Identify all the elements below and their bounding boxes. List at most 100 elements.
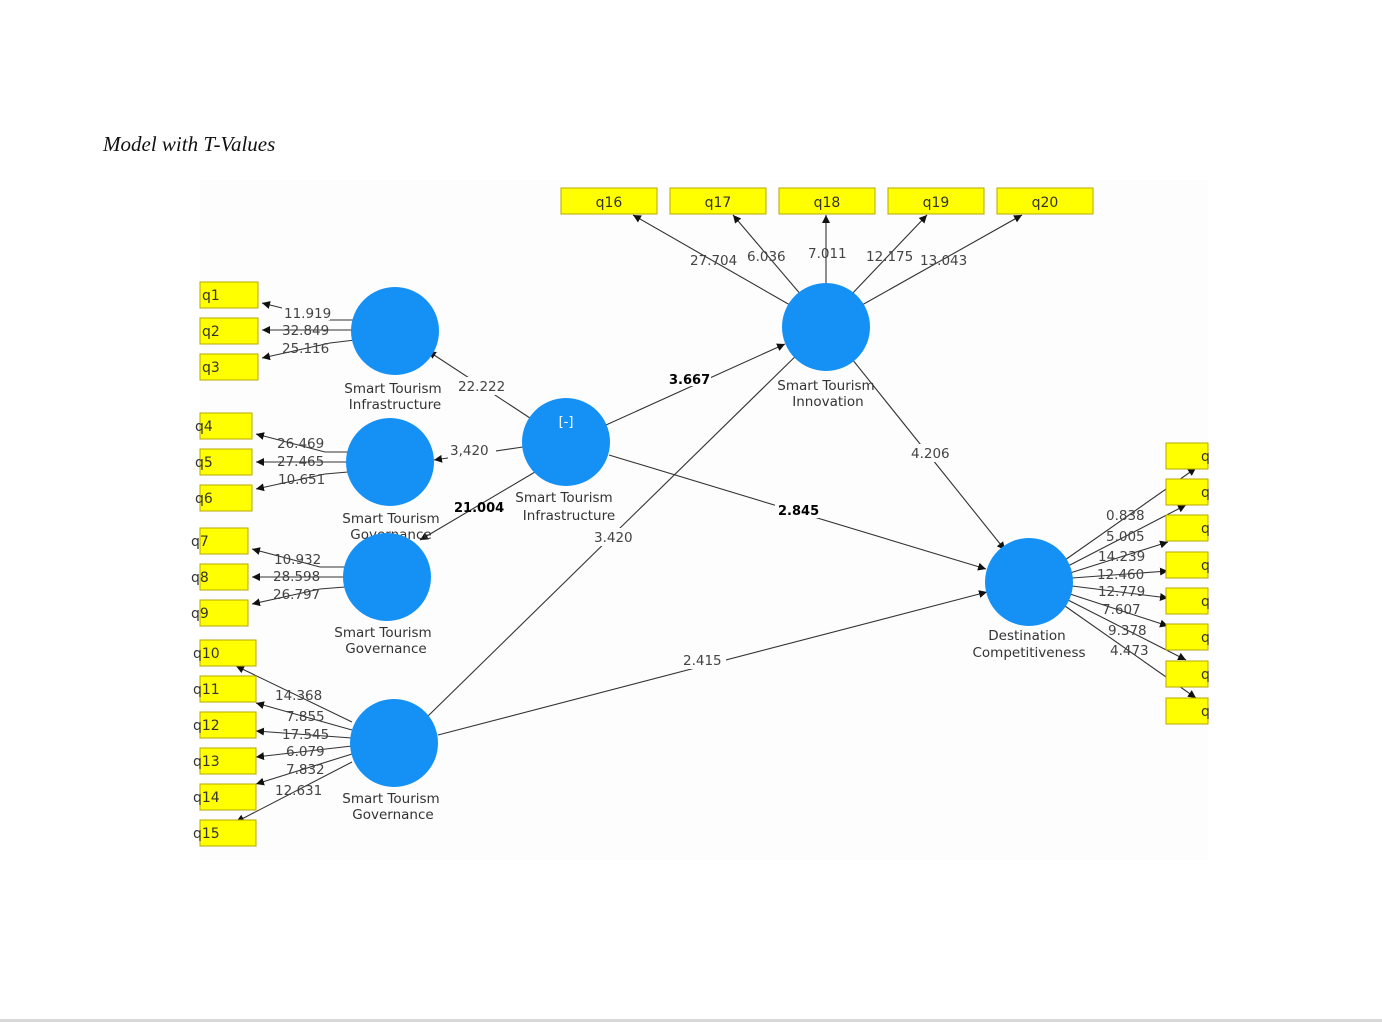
svg-text:q: q bbox=[1201, 667, 1210, 683]
indicator-dc7: q bbox=[1165, 660, 1210, 688]
construct-infrastructure-main: [-] Smart Tourism Infrastructure bbox=[515, 398, 615, 524]
svg-text:q6: q6 bbox=[195, 491, 213, 507]
indicator-dc8: q bbox=[1165, 697, 1210, 725]
path-label-d-to-innov: 3.420 bbox=[594, 530, 633, 546]
indicator-q8: q8 bbox=[191, 563, 249, 591]
loading-dc5: 12.779 bbox=[1098, 584, 1145, 600]
svg-text:q18: q18 bbox=[814, 195, 841, 211]
loading-q1: 11.919 bbox=[284, 306, 331, 322]
indicator-q19: q19 bbox=[887, 187, 985, 215]
loading-q11: 7.855 bbox=[286, 709, 325, 725]
svg-text:q17: q17 bbox=[705, 195, 732, 211]
indicator-q10: q10 bbox=[193, 639, 257, 667]
path-label-main-to-a: 22.222 bbox=[458, 379, 505, 395]
loading-q9: 26.797 bbox=[273, 587, 320, 603]
indicator-q15: q15 bbox=[193, 819, 257, 847]
svg-text:q10: q10 bbox=[193, 646, 220, 662]
loading-dc6: 7.607 bbox=[1102, 602, 1141, 618]
loading-dc1: 0.838 bbox=[1106, 508, 1145, 524]
outer-edges bbox=[235, 214, 1197, 823]
indicator-q14: q14 bbox=[193, 783, 257, 811]
loading-dc4: 12.460 bbox=[1097, 567, 1144, 583]
svg-text:Smart Tourism: Smart Tourism bbox=[334, 625, 431, 641]
svg-text:q: q bbox=[1201, 630, 1210, 646]
loading-q20: 13.043 bbox=[920, 253, 967, 269]
svg-text:q9: q9 bbox=[191, 606, 209, 622]
edge-innov-q20 bbox=[861, 214, 1023, 306]
svg-text:q: q bbox=[1201, 558, 1210, 574]
loading-dc3: 14.239 bbox=[1098, 549, 1145, 565]
indicators-top: q16 q17 q18 q19 q20 bbox=[560, 187, 1094, 215]
construct-infrastructure-a: Smart Tourism Infrastructure bbox=[344, 287, 442, 413]
svg-text:q13: q13 bbox=[193, 754, 220, 770]
figure-caption: Model with T-Values bbox=[103, 132, 276, 156]
loading-dc8: 4.473 bbox=[1110, 643, 1149, 659]
indicator-q16: q16 bbox=[560, 187, 658, 215]
svg-text:q: q bbox=[1201, 485, 1210, 501]
indicator-q20: q20 bbox=[996, 187, 1094, 215]
indicator-dc3: q bbox=[1165, 514, 1210, 542]
svg-text:q14: q14 bbox=[193, 790, 220, 806]
edge-b-q4 bbox=[255, 432, 348, 453]
loading-dc7: 9.378 bbox=[1108, 623, 1147, 639]
edge-dest-4 bbox=[1071, 567, 1169, 579]
svg-text:Infrastructure: Infrastructure bbox=[523, 508, 615, 524]
indicator-q11: q11 bbox=[193, 675, 257, 703]
loading-q2: 32.849 bbox=[282, 323, 329, 339]
loading-dc2: 5.005 bbox=[1106, 529, 1145, 545]
edge-d-q12 bbox=[255, 727, 353, 739]
svg-text:Smart Tourism: Smart Tourism bbox=[342, 511, 439, 527]
inner-edges bbox=[419, 343, 1006, 736]
indicator-q3: q3 bbox=[199, 353, 259, 381]
svg-text:q15: q15 bbox=[193, 826, 220, 842]
path-labels: 22.222 3,420 21.004 3.667 2.845 3.420 2.… bbox=[448, 369, 954, 669]
edge-d-q11 bbox=[255, 701, 353, 731]
collapse-toggle[interactable]: [-] bbox=[559, 415, 574, 430]
svg-text:Governance: Governance bbox=[352, 807, 433, 823]
loading-q10: 14.368 bbox=[275, 688, 322, 704]
indicator-dc2: q bbox=[1165, 478, 1210, 506]
construct-destination-competitiveness: Destination Competitiveness bbox=[972, 538, 1086, 661]
path-label-main-to-c: 21.004 bbox=[454, 501, 504, 516]
construct-governance-b: Smart Tourism Governance bbox=[342, 418, 440, 543]
indicator-q5: q5 bbox=[195, 448, 253, 476]
indicator-q1: q1 bbox=[199, 281, 259, 309]
edge-dest-6 bbox=[1069, 593, 1169, 628]
edge-d-q10 bbox=[235, 665, 353, 723]
indicator-q7: q7 bbox=[191, 527, 249, 555]
svg-text:Innovation: Innovation bbox=[792, 394, 863, 410]
indicator-dc1: q bbox=[1165, 442, 1210, 470]
indicator-q13: q13 bbox=[193, 747, 257, 775]
svg-text:Destination: Destination bbox=[988, 628, 1065, 644]
edge-d-q13 bbox=[255, 745, 353, 761]
svg-text:q: q bbox=[1201, 449, 1210, 465]
loading-q3: 25.116 bbox=[282, 341, 329, 357]
svg-text:q: q bbox=[1201, 704, 1210, 720]
indicators-left: q1 q2 q3 q4 q5 q6 q7 q8 q9 q10 q11 q12 q… bbox=[191, 281, 259, 847]
path-label-main-to-b: 3,420 bbox=[450, 443, 489, 459]
indicators-right: q q q q q q q q bbox=[1165, 442, 1210, 725]
svg-text:q19: q19 bbox=[923, 195, 950, 211]
indicator-q4: q4 bbox=[195, 412, 253, 440]
construct-governance-d: Smart Tourism Governance bbox=[342, 699, 440, 823]
loading-q5: 27.465 bbox=[277, 454, 324, 470]
svg-text:q7: q7 bbox=[191, 534, 209, 550]
indicator-q18: q18 bbox=[778, 187, 876, 215]
indicator-q9: q9 bbox=[191, 599, 249, 627]
path-label-main-to-innov: 3.667 bbox=[669, 373, 710, 388]
loading-q4: 26.469 bbox=[277, 436, 324, 452]
path-label-main-to-dest: 2.845 bbox=[778, 504, 819, 519]
edge-c-q7 bbox=[251, 547, 345, 568]
loading-q17: 6.036 bbox=[747, 249, 786, 265]
path-label-d-to-dest: 2.415 bbox=[683, 653, 722, 669]
indicator-q12: q12 bbox=[193, 711, 257, 739]
indicator-q2: q2 bbox=[199, 317, 259, 345]
construct-innovation: Smart Tourism Innovation bbox=[777, 283, 875, 410]
svg-text:q16: q16 bbox=[596, 195, 623, 211]
svg-text:q: q bbox=[1201, 521, 1210, 537]
svg-text:Competitiveness: Competitiveness bbox=[972, 645, 1085, 661]
svg-text:q12: q12 bbox=[193, 718, 220, 734]
svg-text:q11: q11 bbox=[193, 682, 220, 698]
indicator-dc6: q bbox=[1165, 623, 1210, 651]
edge-a-q3 bbox=[261, 339, 356, 361]
